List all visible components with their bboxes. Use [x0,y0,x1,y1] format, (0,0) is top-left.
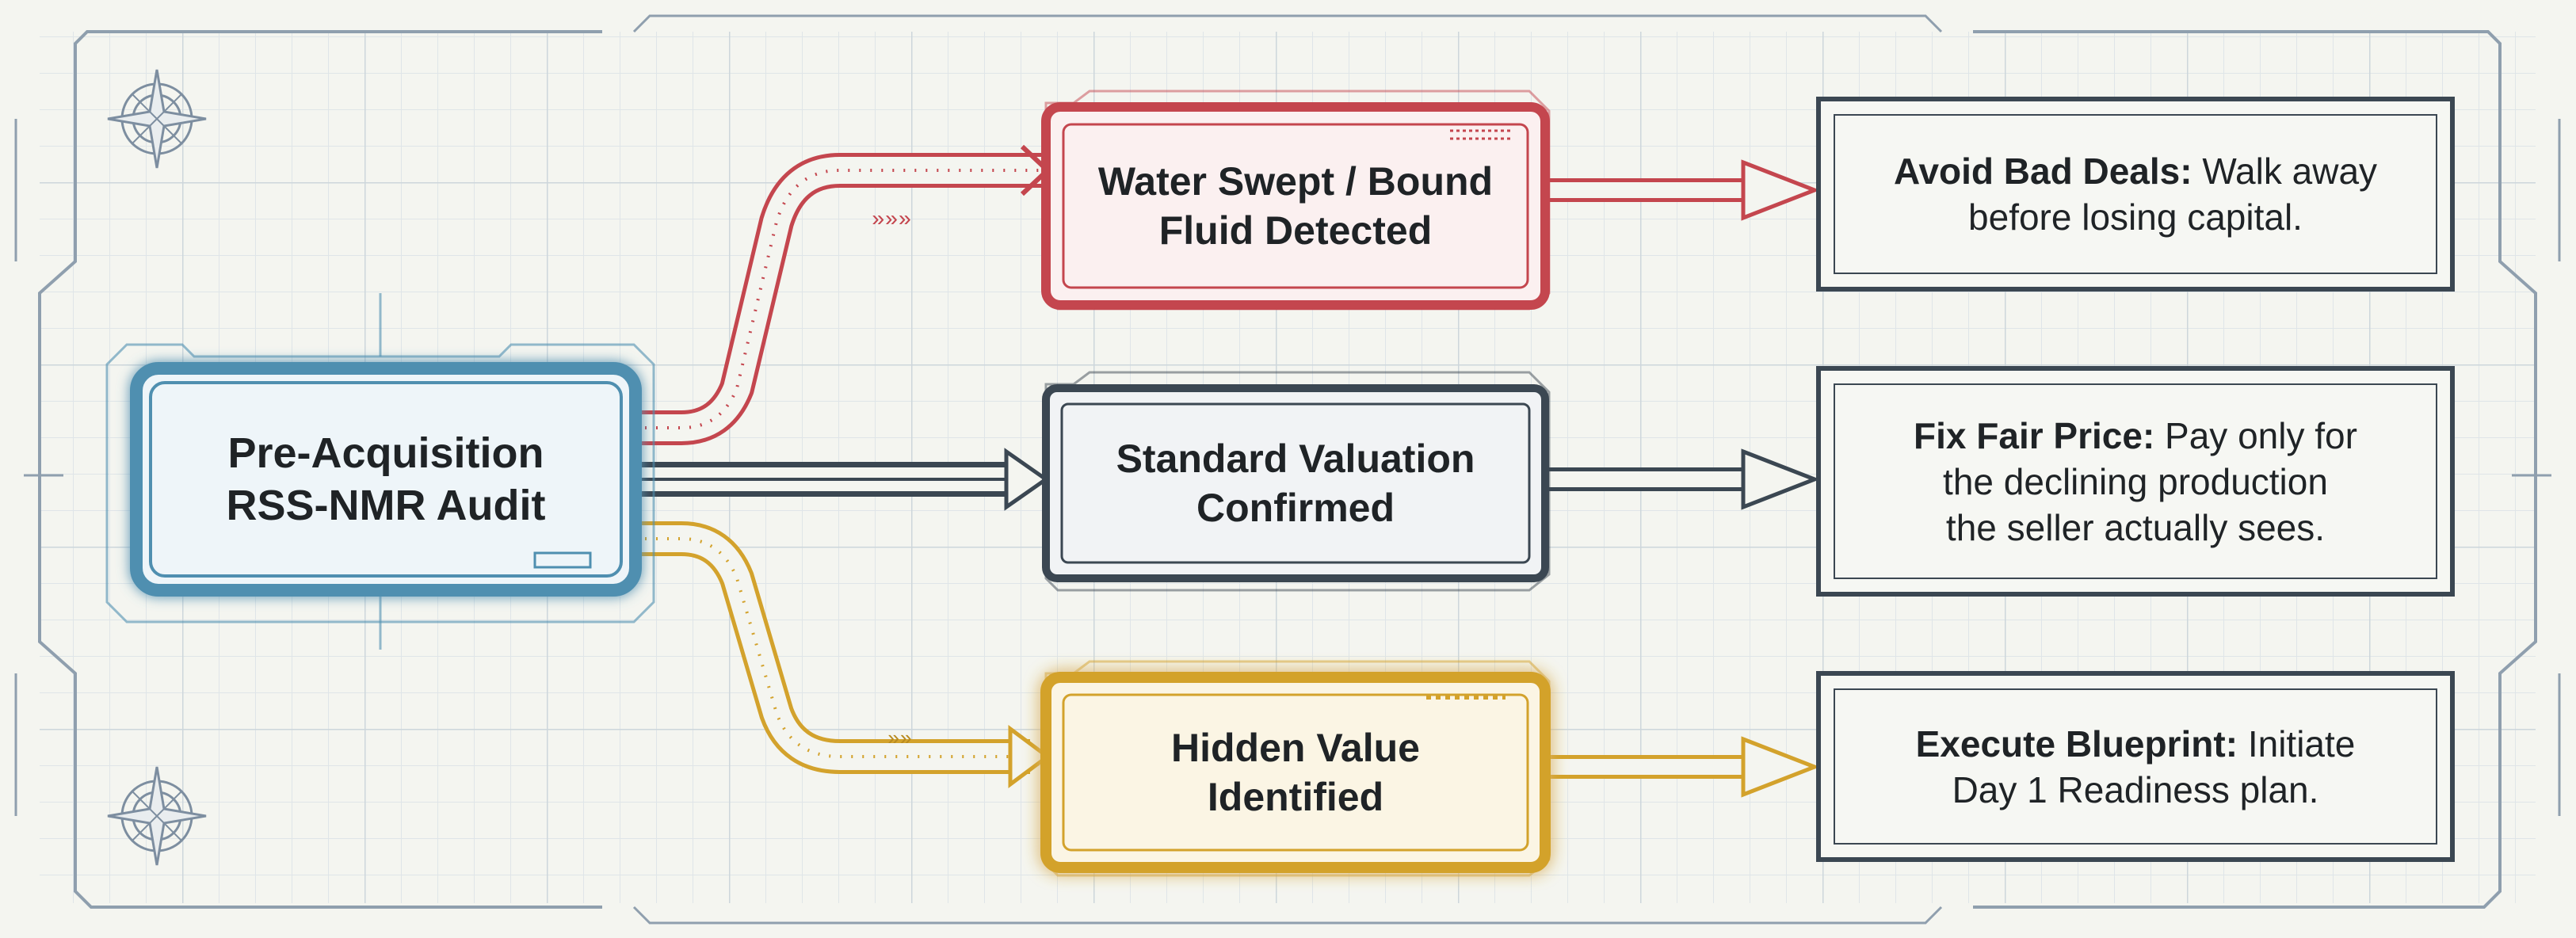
source-node-line1: Pre-Acquisition [227,429,544,477]
red-node-line1: Water Swept / Bound [1097,159,1494,204]
outcome-gold-line1: Execute Blueprint: Initiate [1916,721,2356,767]
outcome-neutral-line2: the declining production [1943,460,2328,502]
outcome-box-frames [1816,97,2455,862]
connector-source-to-neutral [634,448,1050,511]
arrow-neutral-to-outcome [1545,448,1820,510]
outcome-neutral-lead: Fix Fair Price: [1914,414,2155,456]
source-node: Pre-Acquisition RSS-NMR Audit [151,383,621,576]
red-node-line2: Fluid Detected [1158,208,1433,253]
outer-frame [14,14,2561,925]
outcome-red-line2: before losing capital. [1968,196,2303,238]
gold-node-frame [1040,660,1551,877]
outcome-red-lead: Avoid Bad Deals: [1893,151,2192,192]
svg-text:»»»: »»» [872,208,911,233]
neutral-node-frame [1042,371,1551,592]
gold-node-line1: Hidden Value [1171,726,1420,770]
outcome-red: Avoid Bad Deals: Walk away before losing… [1834,115,2437,273]
outcome-gold-lead: Execute Blueprint: [1915,723,2238,765]
arrow-gold-to-outcome [1545,736,1820,798]
outcome-gold: Execute Blueprint: Initiate Day 1 Readin… [1834,689,2437,844]
neutral-node: Standard Valuation Confirmed [1062,404,1529,562]
outcome-gold-rest: Initiate [2247,723,2356,765]
source-node-line2: RSS-NMR Audit [226,482,546,529]
connector-source-to-red: »»» [634,144,1051,445]
gold-node: Hidden Value Identified [1063,695,1528,850]
compass-rose-icon [107,69,207,169]
red-node: Water Swept / Bound Fluid Detected [1063,124,1528,288]
outcome-neutral-line3: the seller actually sees. [1945,506,2326,548]
gold-node-line2: Identified [1207,775,1384,819]
outcome-red-rest: Walk away [2202,151,2378,192]
outcome-neutral-rest: Pay only for [2165,414,2357,456]
red-node-frame [1041,90,1551,311]
connector-source-to-gold: »» [634,521,1051,788]
source-node-frame [105,293,655,650]
svg-text:»»: »» [887,727,912,751]
neutral-node-line2: Confirmed [1196,486,1395,530]
compass-rose-icon [107,766,207,866]
outcome-neutral: Fix Fair Price: Pay only for the declini… [1834,384,2437,578]
outcome-gold-line2: Day 1 Readiness plan. [1952,768,2319,810]
arrow-red-to-outcome [1545,159,1820,221]
outcome-red-line1: Avoid Bad Deals: Walk away [1894,148,2377,194]
neutral-node-line1: Standard Valuation [1116,437,1475,481]
outcome-neutral-line1: Fix Fair Price: Pay only for [1914,413,2357,459]
